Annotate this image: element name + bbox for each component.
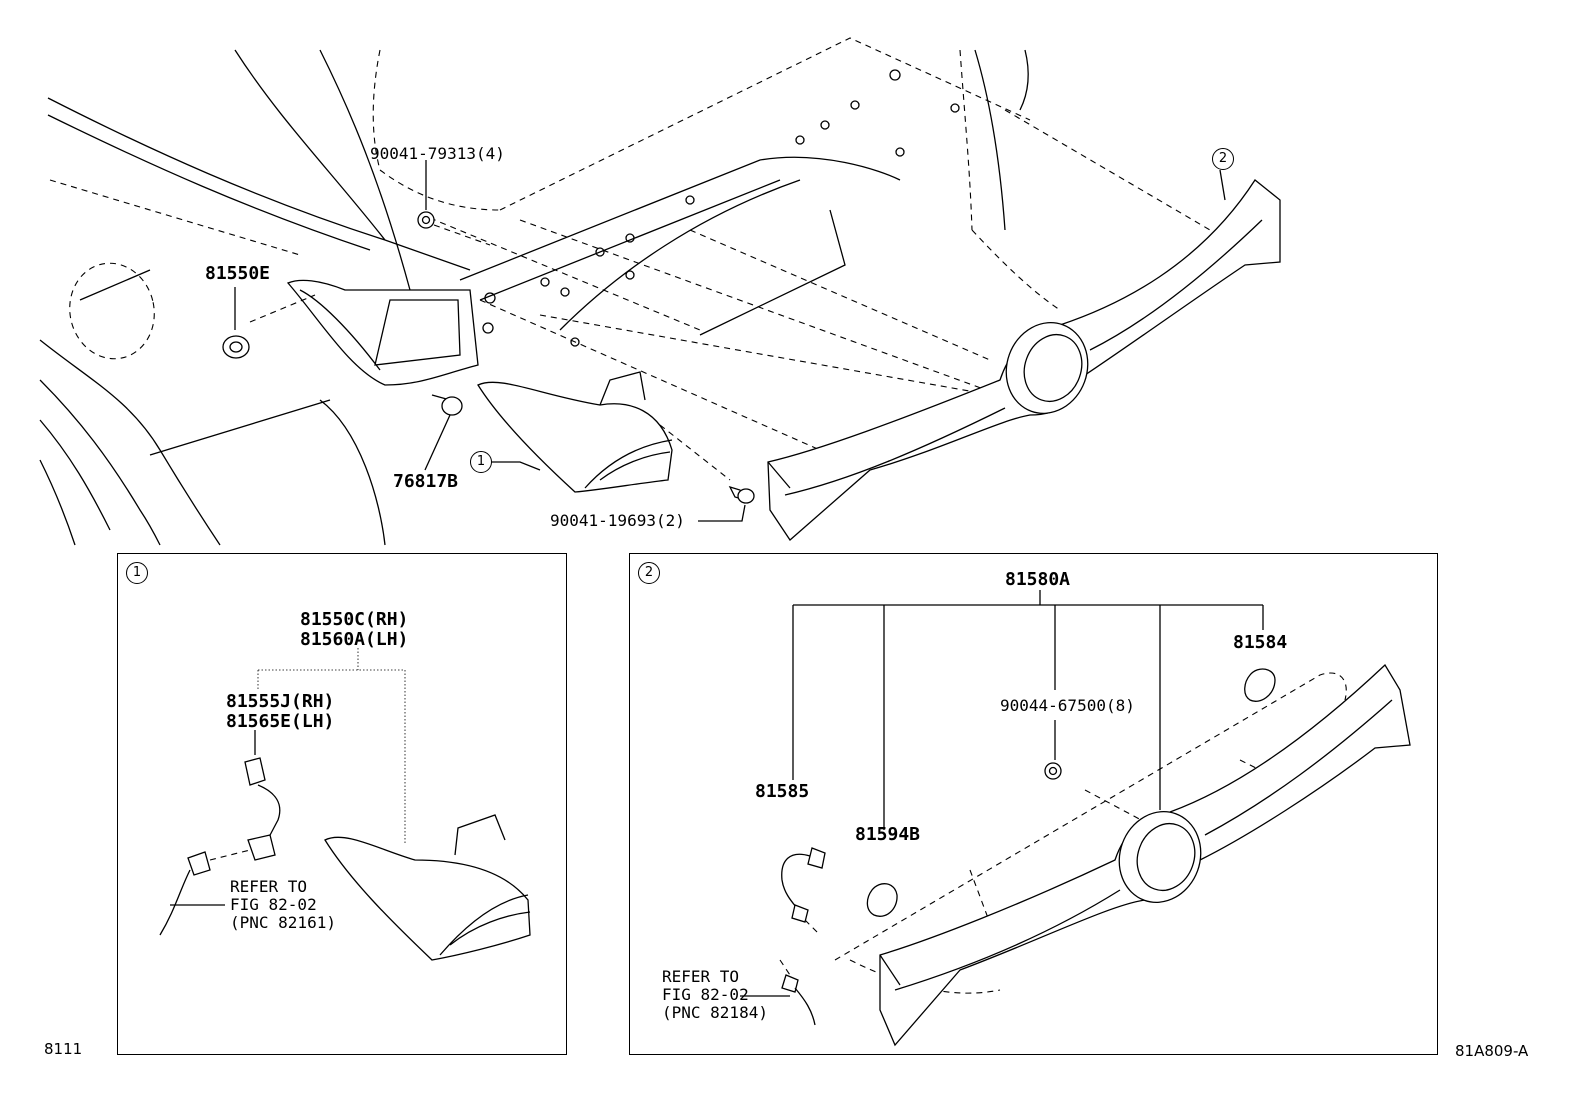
label-90041-79313: 90041-79313(4)	[370, 144, 505, 163]
label-76817B: 76817B	[393, 471, 459, 492]
label-90041-19693: 90041-19693(2)	[550, 511, 685, 530]
bolt-19693-shape	[659, 424, 755, 522]
label-81580A: 81580A	[1005, 569, 1071, 590]
callout-1-leader	[491, 461, 541, 471]
figure-number: 8111	[44, 1040, 83, 1058]
label-81550E: 81550E	[205, 263, 271, 284]
panel-2-drawing	[740, 590, 1411, 1047]
panel-1-marker: 1	[126, 562, 148, 584]
label-81585: 81585	[755, 781, 810, 802]
label-81594B: 81594B	[855, 824, 921, 845]
detail-panel-1	[117, 553, 567, 1055]
panel-1-drawing	[159, 648, 531, 961]
panel-2-marker: 2	[638, 562, 660, 584]
label-81550C: 81550C(RH)	[300, 609, 409, 630]
label-81560A: 81560A(LH)	[300, 629, 409, 650]
label-81565E: 81565E(LH)	[226, 711, 335, 732]
detail-panel-2	[629, 553, 1438, 1055]
label-socket: 81555J(RH) 81565E(LH)	[226, 692, 334, 732]
callout-1-marker: 1	[470, 451, 492, 473]
callout-2-marker: 2	[1212, 148, 1234, 170]
panel-1-refer-note: REFER TO FIG 82-02 (PNC 82161)	[230, 877, 336, 932]
tail-lamp-top	[477, 371, 673, 493]
label-90044-67500: 90044-67500(8)	[1000, 696, 1135, 715]
label-81555J: 81555J(RH)	[226, 691, 335, 712]
label-lamp-assy: 81550C(RH) 81560A(LH)	[300, 610, 408, 650]
clip-76817B-shape	[424, 394, 463, 471]
nut-79313-shape	[417, 160, 491, 246]
garnish-top	[767, 169, 1281, 541]
illustration-code: 81A809-A	[1455, 1042, 1529, 1060]
grommet-81550E-shape	[222, 287, 250, 359]
label-81584: 81584	[1233, 632, 1288, 653]
panel-2-refer-note: REFER TO FIG 82-02 (PNC 82184)	[662, 967, 768, 1022]
quarter-lamp-housing	[249, 279, 479, 386]
body-outline	[39, 37, 1211, 546]
